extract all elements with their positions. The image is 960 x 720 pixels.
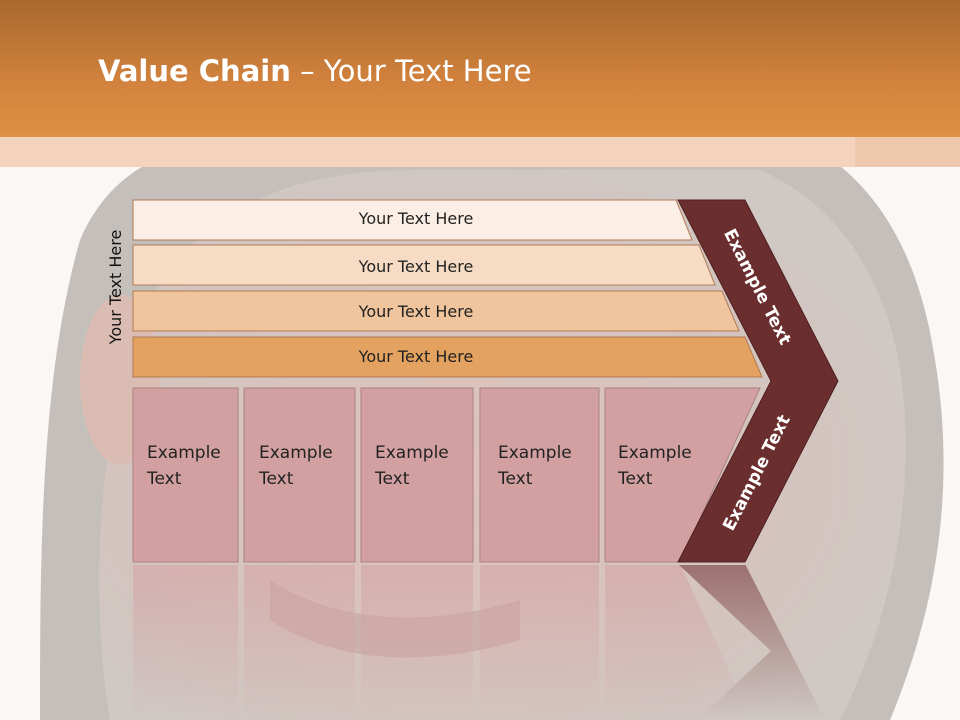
primary-activity-cell [479, 387, 600, 563]
primary-activity-cell [360, 387, 474, 563]
support-row-label: Your Text Here [358, 347, 474, 366]
support-row-bar [132, 244, 716, 286]
support-row-label: Your Text Here [358, 209, 474, 228]
page-title: Value Chain – Your Text Here [98, 54, 532, 88]
title-bold: Value Chain [98, 54, 291, 88]
cell-label-line2: Text [374, 469, 410, 489]
primary-activity-cell [132, 387, 239, 563]
margin-chevron [677, 199, 839, 563]
primary-activity-cell [243, 387, 356, 563]
header-strip [0, 137, 960, 167]
side-label: Your Text Here [106, 230, 125, 346]
header-strip-accent [855, 137, 960, 167]
cell-label-line2: Text [258, 469, 294, 489]
support-row-label: Your Text Here [358, 302, 474, 321]
header-bar [0, 0, 960, 137]
support-row-bar [132, 199, 693, 241]
cell-label-line2: Text [146, 469, 182, 489]
cell-label-line1: Example [618, 443, 692, 463]
cell-label-line1: Example [375, 443, 449, 463]
support-row-bar [132, 290, 740, 332]
support-row-label: Your Text Here [358, 257, 474, 276]
cell-label-line1: Example [147, 443, 221, 463]
diagram-reflection [133, 564, 826, 720]
support-row-bar [132, 336, 763, 378]
cell-label-line1: Example [498, 443, 572, 463]
cell-label-line1: Example [259, 443, 333, 463]
cell-label-line2: Text [617, 469, 653, 489]
title-rest: – Your Text Here [290, 54, 532, 88]
cell-label-line2: Text [497, 469, 533, 489]
